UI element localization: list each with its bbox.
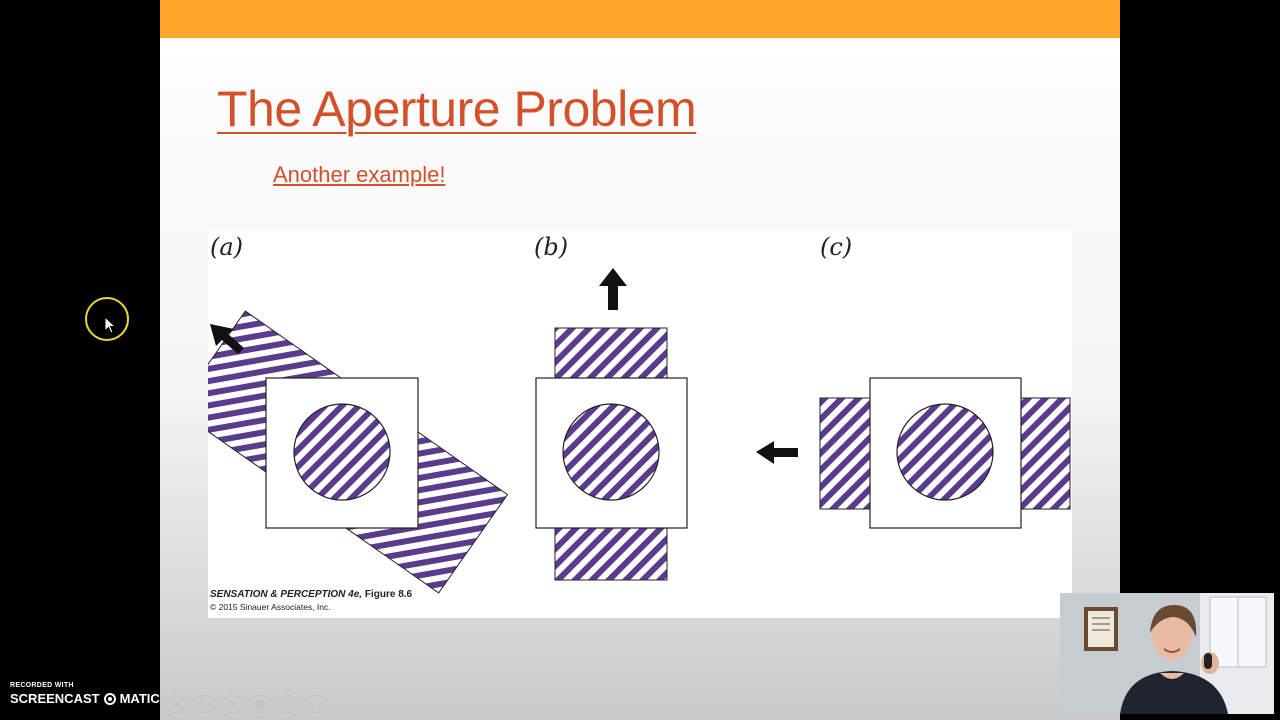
- label-b: (b): [534, 233, 568, 261]
- panel-a: [208, 310, 509, 594]
- panel-a-arrow-icon: [210, 324, 244, 354]
- pen-icon[interactable]: ✎: [222, 695, 242, 713]
- next-icon[interactable]: ▸: [194, 695, 214, 713]
- watermark-recorded-with: RECORDED WITH: [10, 682, 74, 689]
- panel-c-aperture: [896, 403, 994, 501]
- panel-c: [756, 377, 1071, 529]
- credit-figure: Figure 8.6: [364, 589, 413, 600]
- webcam-image: [1060, 593, 1274, 714]
- slide-title: The Aperture Problem: [217, 81, 697, 137]
- watermark-brand-right: MATIC: [119, 691, 160, 706]
- watermark-brand-left: SCREENCAST: [10, 691, 100, 706]
- panel-c-occluder: [869, 377, 1022, 529]
- label-a: (a): [210, 233, 243, 261]
- zoom-icon[interactable]: ⌕: [278, 695, 298, 713]
- example-link[interactable]: Another example!: [273, 162, 446, 187]
- webcam-overlay: [1060, 593, 1274, 714]
- panel-b-aperture: [562, 403, 660, 501]
- credit-copyright: © 2015 Sinauer Associates, Inc.: [210, 602, 331, 612]
- cursor-arrow-icon: [105, 317, 117, 334]
- watermark-logo-icon: [103, 692, 116, 705]
- panel-a-aperture: [293, 403, 391, 501]
- aperture-figure: (a) (b) (c): [208, 230, 1072, 618]
- slide-accent-bar: [160, 0, 1120, 38]
- credit-title: SENSATION & PERCEPTION 4e,: [210, 589, 363, 600]
- panel-b-arrow-up-icon: [599, 268, 627, 310]
- slides-icon[interactable]: ▦: [250, 695, 270, 713]
- figure-credit: SENSATION & PERCEPTION 4e, Figure 8.6 © …: [210, 589, 412, 612]
- slide: The Aperture Problem Another example! (a…: [160, 0, 1120, 720]
- aperture-figure-drawing: (a) (b) (c): [208, 233, 1071, 594]
- more-icon[interactable]: ···: [306, 695, 326, 713]
- label-c: (c): [820, 233, 852, 261]
- cursor-highlight-ring: [85, 297, 129, 341]
- panel-c-arrow-left-icon: [756, 441, 798, 464]
- screencast-watermark: RECORDED WITH SCREENCAST MATIC: [10, 682, 160, 706]
- panel-b: [535, 268, 688, 581]
- presentation-controls: ◂ ▸ ✎ ▦ ⌕ ···: [166, 695, 326, 713]
- prev-icon[interactable]: ◂: [166, 695, 186, 713]
